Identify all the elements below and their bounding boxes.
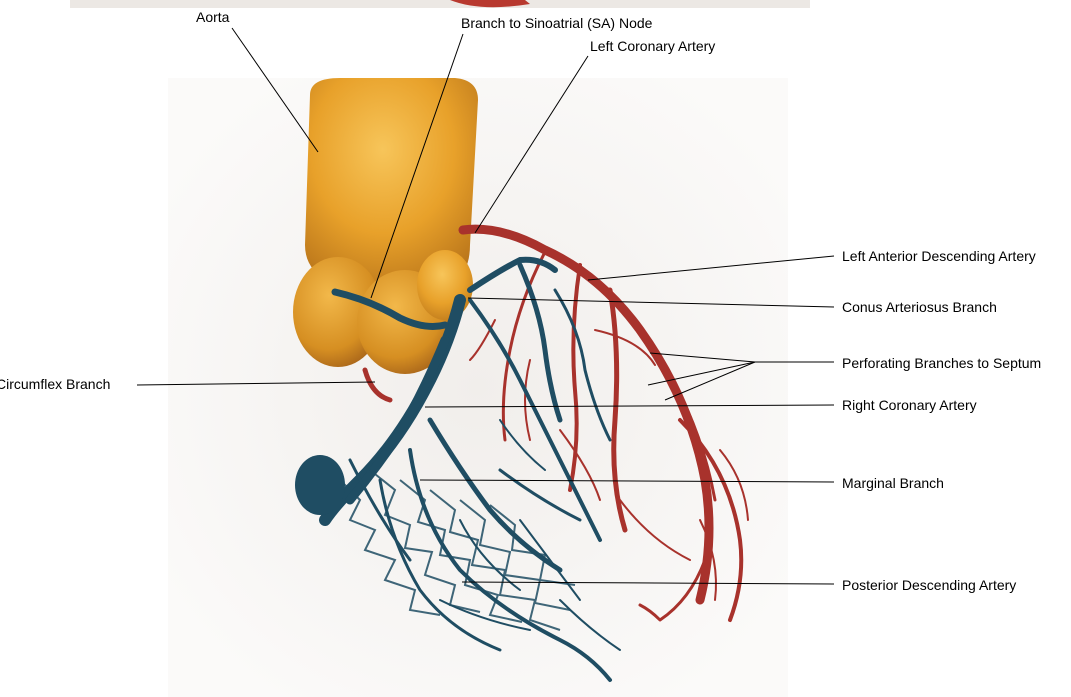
label-sa-node: Branch to Sinoatrial (SA) Node xyxy=(461,15,652,31)
label-conus-arteriosus-branch: Conus Arteriosus Branch xyxy=(842,299,997,315)
label-aorta: Aorta xyxy=(196,9,229,25)
blue-root-mass xyxy=(295,455,345,515)
label-circumflex-branch: Circumflex Branch xyxy=(0,376,110,392)
label-right-coronary-artery: Right Coronary Artery xyxy=(842,397,977,413)
label-perforating-branches: Perforating Branches to Septum xyxy=(842,355,1041,371)
label-left-anterior-descending-artery: Left Anterior Descending Artery xyxy=(842,248,1036,264)
label-posterior-descending-artery: Posterior Descending Artery xyxy=(842,577,1016,593)
label-left-coronary-artery: Left Coronary Artery xyxy=(590,38,715,54)
top-strip xyxy=(70,0,810,8)
label-marginal-branch: Marginal Branch xyxy=(842,475,944,491)
